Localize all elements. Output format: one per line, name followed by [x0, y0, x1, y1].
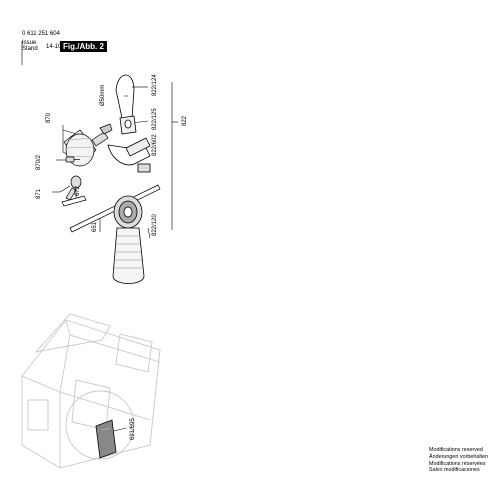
footer-line: Salvo modificaciones: [429, 467, 480, 474]
detail-magnifier: [65, 390, 135, 460]
figure-label: Fig./Abb. 2: [60, 41, 107, 52]
handle-ring-822-602: [107, 137, 151, 173]
part-number: 0 611 251 604: [22, 31, 60, 37]
callout-822-602: 822/602: [152, 134, 158, 156]
carrying-case: [21, 313, 161, 469]
grip-822-120: [112, 227, 145, 284]
callout-870: 870: [46, 112, 52, 123]
case-inlay-691-695: [95, 419, 117, 459]
adapter-672: [61, 195, 87, 207]
callout-651: 651: [92, 221, 98, 232]
callout-870-2: 870/2: [36, 154, 42, 170]
callout-822-120: 822/120: [152, 214, 158, 236]
issue-label: Issue Stand: [22, 40, 38, 52]
callout-871: 871: [36, 188, 42, 199]
callout-822: 822: [182, 115, 188, 126]
modifications-notice: Modifications reserved Änderungen vorbeh…: [429, 447, 488, 474]
handle-washer: [113, 195, 143, 229]
footer-line: Änderungen vorbehalten: [429, 453, 489, 460]
clamp-822-125: [119, 115, 137, 135]
callout-822-124: 822/124: [152, 74, 158, 96]
issue-date: 14-10-29: [46, 44, 71, 50]
callout-822-125: 822/125: [152, 108, 158, 130]
diameter-50mm-label: Ø50mm: [100, 85, 106, 106]
strap-822-124: [115, 74, 135, 119]
callout-691-695: 691/695: [130, 418, 136, 440]
screw-870-2: [65, 156, 80, 163]
footer-line: Modifications reserved: [429, 447, 483, 453]
footer-line: Modifications réservées: [429, 460, 486, 467]
callout-672: 672: [75, 185, 81, 196]
